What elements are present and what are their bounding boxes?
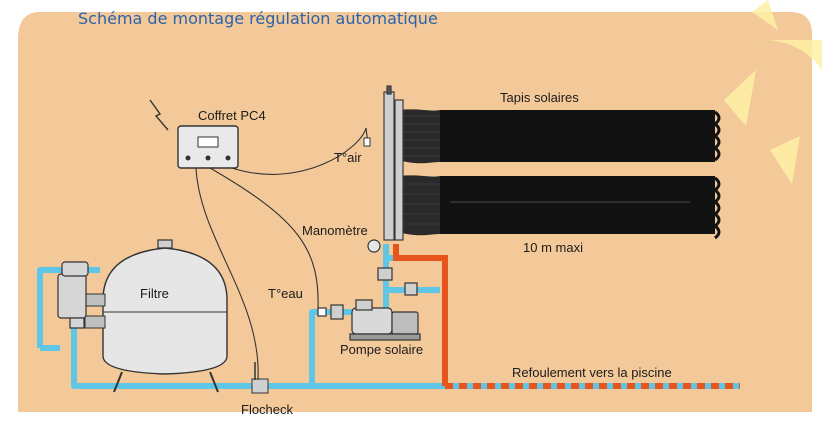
label-filter: Filtre [140, 286, 169, 301]
pipe-valves [317, 267, 418, 320]
label-flocheck: Flocheck [241, 402, 294, 417]
filter-tank [84, 239, 228, 393]
hot-water-pipe [393, 244, 740, 389]
sensor-cables [195, 127, 369, 381]
label-solar-mats: Tapis solaires [500, 90, 579, 105]
solar-mats [398, 109, 721, 240]
label-pump: Pompe solaire [340, 342, 424, 357]
sun-icon [724, 0, 822, 184]
air-sensor-icon [363, 137, 371, 147]
solar-pump-icon [349, 299, 421, 341]
label-length: 10 m maxi [523, 240, 583, 255]
label-manometer: Manomètre [302, 223, 368, 238]
label-water-temp: T°eau [268, 286, 303, 301]
controller-box-icon [149, 99, 239, 169]
diagram-title: Schéma de montage régulation automatique [78, 9, 438, 28]
flocheck-valve-icon [251, 362, 269, 394]
label-air-temp: T°air [334, 150, 362, 165]
collector-headers [383, 85, 404, 241]
manometer-gauge-icon [367, 239, 381, 253]
label-controller: Coffret PC4 [198, 108, 266, 123]
multiport-valve-icon [57, 261, 89, 329]
label-discharge: Refoulement vers la piscine [512, 365, 672, 380]
